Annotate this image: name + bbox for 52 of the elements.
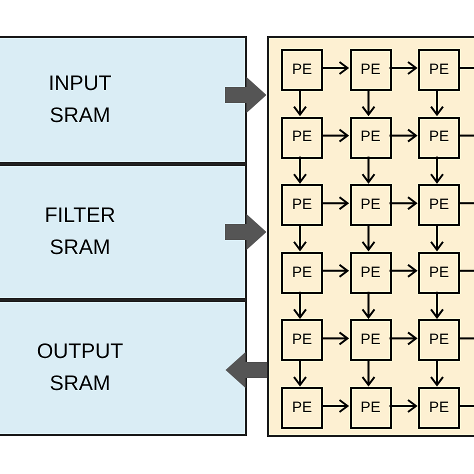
arrow bbox=[430, 224, 444, 251]
arrow bbox=[321, 61, 348, 75]
arrow bbox=[293, 89, 307, 116]
arrow bbox=[321, 264, 348, 278]
arrow bbox=[293, 156, 307, 184]
arrow bbox=[293, 292, 307, 318]
arrow bbox=[390, 61, 417, 75]
arrow bbox=[390, 128, 417, 143]
arrow bbox=[321, 331, 348, 346]
arrow bbox=[390, 399, 417, 413]
arrow bbox=[321, 196, 348, 210]
pe-box: PE bbox=[418, 49, 460, 91]
arrow bbox=[362, 224, 376, 251]
sram-box: OUTPUT SRAM bbox=[0, 300, 247, 436]
pe-box: PE bbox=[350, 252, 392, 294]
arrow bbox=[362, 89, 376, 116]
pe-box: PE bbox=[281, 184, 323, 226]
block-arrow bbox=[226, 352, 267, 388]
arrow bbox=[430, 89, 444, 116]
pe-box: PE bbox=[281, 49, 323, 91]
arrow bbox=[362, 359, 376, 386]
pe-box: PE bbox=[418, 252, 460, 294]
pe-box: PE bbox=[281, 387, 323, 429]
pe-box: PE bbox=[281, 319, 323, 362]
pe-box: PE bbox=[350, 49, 392, 91]
arrow bbox=[430, 359, 444, 386]
pe-box: PE bbox=[350, 184, 392, 226]
sram-box: FILTER SRAM bbox=[0, 164, 247, 300]
arrow bbox=[390, 264, 417, 278]
pe-box: PE bbox=[350, 319, 392, 362]
pe-box: PE bbox=[281, 252, 323, 294]
array-panel bbox=[267, 36, 474, 437]
arrow bbox=[293, 224, 307, 251]
arrow bbox=[390, 331, 417, 346]
pe-box: PE bbox=[418, 116, 460, 159]
pe-box: PE bbox=[418, 387, 460, 429]
sram-box: INPUT SRAM bbox=[0, 36, 247, 164]
pe-box: PE bbox=[350, 387, 392, 429]
arrow bbox=[293, 359, 307, 386]
pe-box: PE bbox=[418, 184, 460, 226]
arrow bbox=[390, 196, 417, 210]
arrow bbox=[430, 292, 444, 318]
arrow bbox=[321, 399, 348, 413]
arrow bbox=[362, 156, 376, 184]
pe-box: PE bbox=[281, 116, 323, 159]
arrow bbox=[321, 128, 348, 143]
pe-box: PE bbox=[418, 319, 460, 362]
arrow bbox=[362, 292, 376, 318]
block-arrow bbox=[225, 214, 266, 250]
block-arrow bbox=[225, 77, 266, 113]
arrow bbox=[430, 156, 444, 184]
pe-box: PE bbox=[350, 116, 392, 159]
